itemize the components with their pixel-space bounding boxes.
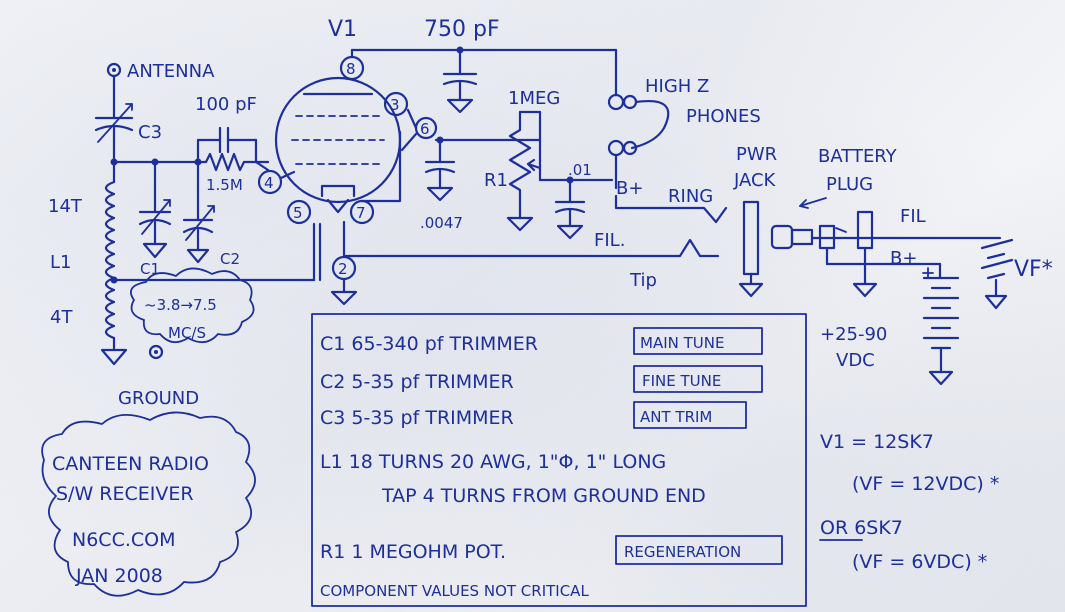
tube-ground-symbol <box>330 290 358 306</box>
svg-text:3: 3 <box>390 96 400 114</box>
tube-v1 <box>274 76 402 214</box>
coil-l1 <box>104 160 116 352</box>
power-jack <box>738 200 764 298</box>
ring-label: RING <box>668 186 713 207</box>
capacitor-750pf <box>442 48 478 114</box>
b-plus-right-label: B+ <box>890 248 917 269</box>
frequency-line-1: ~3.8→7.5 <box>144 296 217 314</box>
jack-label: JACK <box>733 170 777 191</box>
tag-main-tune: MAIN TUNE <box>640 334 724 352</box>
tube-note-line-4: (VF = 6VDC) * <box>852 551 987 573</box>
grid-capacitor-100pf <box>196 126 258 164</box>
cap-750pf-label: 750 pF <box>424 17 500 42</box>
tube-note-line-1: V1 = 12SK7 <box>820 431 934 453</box>
ground-terminal <box>148 344 164 360</box>
title-cloud <box>41 411 256 597</box>
antenna-terminal <box>106 62 122 78</box>
parts-list-box <box>311 313 807 607</box>
supply-voltage-line-1: +25-90 <box>820 324 887 345</box>
frequency-cloud <box>130 267 255 344</box>
title-line-1: CANTEEN RADIO <box>52 453 209 475</box>
title-line-3: N6CC.COM <box>72 529 176 551</box>
tag-fine-tune: FINE TUNE <box>642 372 721 390</box>
c3-label: C3 <box>138 122 162 143</box>
parts-l1-line-1: L1 18 TURNS 20 AWG, 1"Φ, 1" LONG <box>320 451 666 473</box>
parts-c3: C3 5-35 pf TRIMMER <box>320 407 514 429</box>
imeg-label: 1MEG <box>508 88 560 109</box>
parts-c1: C1 65-340 pf TRIMMER <box>320 333 538 355</box>
svg-text:5: 5 <box>293 204 303 222</box>
cap-01-label: .01 <box>568 161 592 179</box>
svg-text:7: 7 <box>356 204 366 222</box>
vf-label: VF* <box>1014 257 1053 282</box>
pin-8: 8 <box>339 55 365 81</box>
frequency-line-2: MC/S <box>168 324 206 342</box>
phones-label: PHONES <box>686 106 761 127</box>
plug-label: PLUG <box>826 174 873 195</box>
tag-regeneration: REGENERATION <box>624 543 741 561</box>
filament-battery <box>958 236 1014 310</box>
cap-100pf-label: 100 pF <box>195 94 257 115</box>
turns-14t-label: 14T <box>48 196 83 217</box>
tip-wire <box>342 220 720 258</box>
capacitor-c3 <box>94 74 134 164</box>
fil-right-label: FIL <box>900 206 926 227</box>
parts-footer: COMPONENT VALUES NOT CRITICAL <box>320 582 589 600</box>
tip-label: Tip <box>629 270 657 291</box>
ring-wire <box>614 194 728 224</box>
ground-label: GROUND <box>118 388 199 409</box>
fil-label: FIL. <box>594 230 625 251</box>
title-line-2: S/W RECEIVER <box>56 483 194 505</box>
pin-2: 2 <box>331 255 357 281</box>
battery-plug <box>770 197 962 250</box>
pin-6: 6 <box>414 116 438 140</box>
tube-note-line-2: (VF = 12VDC) * <box>852 473 999 495</box>
regeneration-pot-r1 <box>506 110 572 232</box>
tube-note-line-3: OR 6SK7 <box>820 517 903 539</box>
parts-c2: C2 5-35 pf TRIMMER <box>320 371 514 393</box>
svg-text:6: 6 <box>420 120 430 138</box>
coil-ground-symbol <box>100 348 128 366</box>
grid-resistor-1-5m <box>196 152 270 172</box>
c1-label: C1 <box>140 260 160 278</box>
capacitor-01 <box>554 178 586 240</box>
res-1-5m-label: 1.5M <box>206 176 243 194</box>
svg-text:8: 8 <box>346 60 356 78</box>
antenna-label: ANTENNA <box>127 61 215 82</box>
capacitor-c1 <box>138 160 172 259</box>
phones-jack <box>607 93 670 190</box>
svg-text:4: 4 <box>264 174 274 192</box>
battery-label: BATTERY <box>818 146 898 167</box>
turns-4t-label: 4T <box>50 307 73 328</box>
capacitor-c2 <box>182 160 215 264</box>
pin-7: 7 <box>349 199 375 225</box>
svg-text:2: 2 <box>338 260 348 278</box>
v1-label: V1 <box>328 17 357 42</box>
capacitor-0047 <box>424 138 456 202</box>
b-plus-label: B+ <box>616 178 643 199</box>
pin-5: 5 <box>286 199 312 225</box>
r1-label: R1 <box>484 170 508 191</box>
pin-4: 4 <box>257 169 283 195</box>
pwr-label: PWR <box>736 144 777 165</box>
high-z-label: HIGH Z <box>645 76 709 97</box>
title-line-4: JAN 2008 <box>75 565 163 587</box>
tag-ant-trim: ANT TRIM <box>640 408 712 426</box>
supply-voltage-line-2: VDC <box>836 350 875 371</box>
l1-label: L1 <box>50 252 71 273</box>
plug-ground-symbol <box>852 282 878 298</box>
b-plus-battery <box>922 262 960 386</box>
pin-3: 3 <box>383 91 409 117</box>
c2-label: C2 <box>220 250 240 268</box>
parts-r1: R1 1 MEGOHM POT. <box>320 541 506 563</box>
cap-0047-label: .0047 <box>420 214 463 232</box>
parts-l1-line-2: TAP 4 TURNS FROM GROUND END <box>381 485 706 507</box>
